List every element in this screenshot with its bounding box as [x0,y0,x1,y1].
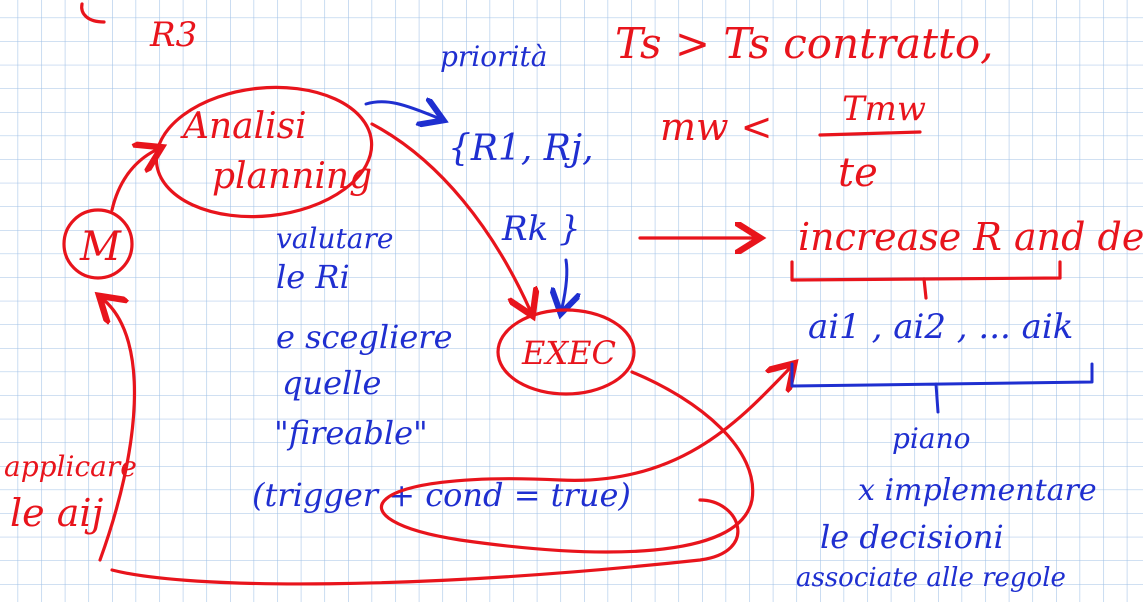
fraction-bar [818,130,922,137]
r3-label: R3 [149,15,197,55]
evaluate-line-3: e scegliere [276,318,453,356]
monitor-label: M [79,224,122,270]
brace-increase [790,260,1062,300]
top-left-hook-stroke [80,2,106,24]
condition-line-2-left: mw < [660,105,772,149]
arrow-rules-to-exec [562,258,567,308]
condition-line-1: Ts > Ts contratto, [615,19,994,68]
plan-line-4: associate alle regole [796,563,1066,593]
arrow-analysis-to-rules [364,102,438,118]
arrow-apply-to-monitor [100,300,740,586]
evaluate-line-4: quelle [282,364,381,402]
exec-loop-to-actions [379,368,790,554]
apply-line-2: le aij [10,491,104,535]
increase-label: increase R and degree [798,215,1143,259]
arrow-analysis-to-exec [370,122,530,310]
fraction-denominator: te [838,150,878,196]
plan-line-2: x implementare [858,473,1097,508]
priority-label: priorità [440,40,547,73]
plan-line-1: piano [892,422,970,455]
exec-label: EXEC [521,334,616,372]
actions-label: ai1 , ai2 , ... aik [808,307,1073,347]
fraction-numerator: Tmw [842,89,926,129]
arrow-monitor-to-analysis [110,150,156,212]
plan-line-3: le decisioni [820,518,1004,556]
analysis-label: Analisi [180,106,307,147]
rules-line-1: {R1, Rj, [448,128,594,169]
evaluate-line-2: le Ri [276,258,350,296]
rules-line-2: Rk } [501,209,581,249]
brace-actions [790,362,1094,414]
evaluate-line-1: valutare [276,222,393,255]
apply-line-1: applicare [4,450,137,483]
planning-label: planning [212,156,372,197]
exec-ellipse [496,308,636,396]
evaluate-line-5: "fireable" [274,414,428,452]
